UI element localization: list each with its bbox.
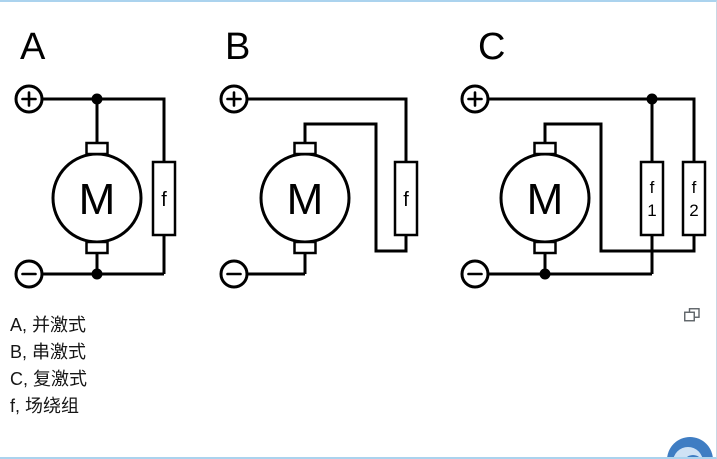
- circuit-C-label: C: [478, 26, 505, 68]
- circuit-A: A M f: [14, 26, 177, 289]
- circuit-C: C M f 1 f 2: [460, 26, 707, 289]
- circuit-B: B M f: [219, 26, 419, 289]
- motor-A-brush-bottom: [85, 240, 109, 255]
- field-winding-B: [393, 160, 419, 237]
- partial-blue-logo[interactable]: [666, 433, 714, 457]
- motor-C-brush-top: [533, 141, 557, 156]
- wires-C: [488, 97, 696, 276]
- junction-dot: [91, 268, 103, 280]
- field-C2-sub: 2: [689, 201, 698, 220]
- motor-C-brush-bottom: [533, 240, 557, 255]
- popout-window-icon[interactable]: [684, 308, 700, 322]
- field-B-label: f: [403, 189, 409, 211]
- legend-line-c: C, 复激式: [10, 369, 88, 389]
- field-winding-C1: [639, 160, 665, 237]
- motor-A-label: M: [79, 175, 116, 224]
- field-winding-A: [151, 160, 177, 237]
- circuit-A-label: A: [20, 26, 46, 68]
- wires-B: [247, 97, 408, 276]
- legend: A, 并激式 B, 串激式 C, 复激式 f, 场绕组: [10, 312, 87, 420]
- legend-line-a: A, 并激式: [10, 315, 87, 335]
- field-C1-label: f: [650, 178, 655, 197]
- motor-B-brush-bottom: [293, 240, 317, 255]
- junction-dot: [646, 93, 658, 105]
- motor-B-brush-top: [293, 141, 317, 156]
- motor-A-brush-top: [85, 141, 109, 156]
- circuit-B-label: B: [225, 26, 250, 68]
- motor-circuit-diagram: A M f B M f: [14, 26, 707, 289]
- motor-C-label: M: [527, 175, 564, 224]
- field-C1-sub: 1: [647, 201, 656, 220]
- legend-line-f: f, 场绕组: [10, 396, 80, 416]
- junction-dot: [539, 268, 551, 280]
- plus-icon: [226, 91, 242, 107]
- field-A-label: f: [161, 189, 167, 211]
- field-C2-label: f: [692, 178, 697, 197]
- plus-icon: [467, 91, 483, 107]
- junction-dot: [91, 93, 103, 105]
- motor-B-label: M: [287, 175, 324, 224]
- popout-window-icon-svg: [684, 308, 700, 322]
- wires-A: [42, 97, 166, 276]
- partial-blue-logo-svg: [667, 437, 713, 457]
- plus-icon: [21, 91, 37, 107]
- field-winding-C2: [681, 160, 707, 237]
- legend-line-b: B, 串激式: [10, 342, 87, 362]
